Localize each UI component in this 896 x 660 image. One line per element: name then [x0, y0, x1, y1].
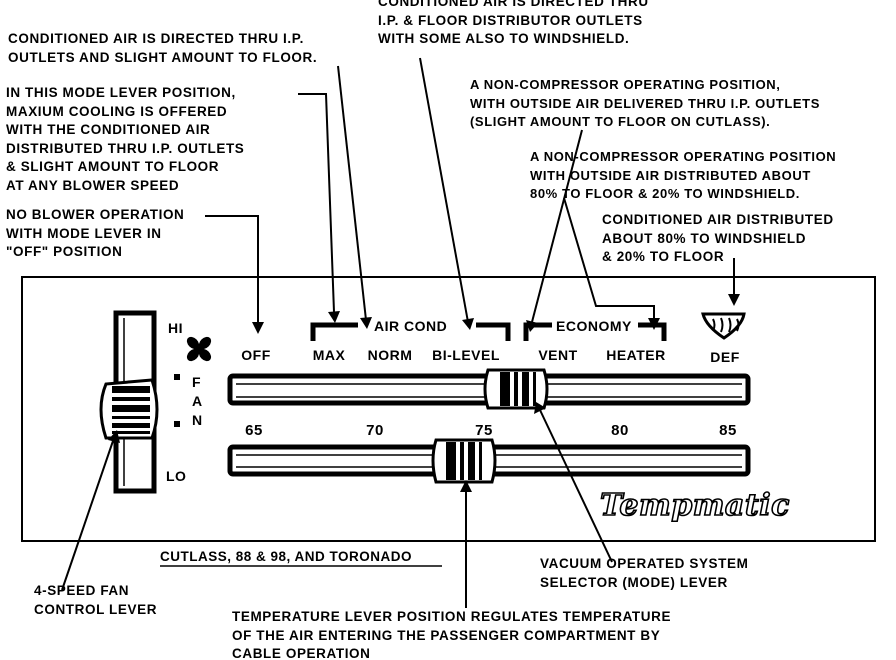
- fan-letter-a: A: [192, 393, 203, 409]
- temp-lever-annotation: TEMPERATURE LEVER POSITION REGULATES TEM…: [232, 609, 672, 660]
- arrowheads: [108, 294, 740, 492]
- defrost-icon: [701, 312, 746, 340]
- mode-lever-knob[interactable]: [483, 368, 549, 410]
- mode-vent-label: VENT: [538, 347, 578, 363]
- economy-bracket: [523, 322, 667, 341]
- mode-heater-label: HEATER: [606, 347, 666, 363]
- fan-letter-f: F: [192, 374, 202, 390]
- fan-icon: [186, 336, 212, 362]
- fan-hi-label: HI: [168, 320, 183, 336]
- fan-lever-knob[interactable]: [99, 378, 159, 440]
- temp-tick-label: 70: [366, 422, 384, 439]
- leader-lines: [61, 57, 735, 608]
- mode-norm-label: NORM: [367, 347, 413, 363]
- air-cond-bracket: [310, 322, 511, 341]
- mode-lever-annotation: VACUUM OPERATED SYSTEM SELECTOR (MODE) L…: [540, 556, 749, 590]
- fan-speed-dot: [174, 421, 180, 427]
- air-cond-label: AIR COND: [374, 318, 448, 334]
- models-label: CUTLASS, 88 & 98, AND TORONADO: [160, 549, 413, 564]
- fan-lever-annotation: 4-SPEED FAN CONTROL LEVER: [34, 583, 158, 617]
- temp-tick-label: 75: [475, 422, 493, 439]
- temp-lever-knob[interactable]: [431, 438, 497, 484]
- temp-tick-label: 65: [245, 422, 263, 439]
- norm-annotation: CONDITIONED AIR IS DIRECTED THRU I.P. OU…: [8, 31, 318, 65]
- fan-speed-dot: [174, 374, 180, 380]
- fan-letter-n: N: [192, 412, 203, 428]
- mode-def-label: DEF: [710, 349, 740, 365]
- brand-logo: Tempmatic: [599, 487, 790, 524]
- mode-off-label: OFF: [241, 347, 271, 363]
- mode-max-label: MAX: [312, 347, 346, 363]
- fan-lo-label: LO: [166, 468, 187, 484]
- panel-outline: [21, 276, 876, 542]
- economy-label: ECONOMY: [556, 318, 632, 334]
- mode-bilevel-label: BI-LEVEL: [432, 347, 500, 363]
- off-annotation: NO BLOWER OPERATION WITH MODE LEVER IN "…: [6, 207, 185, 259]
- temp-tick-label: 80: [611, 422, 629, 439]
- heater-annotation: A NON-COMPRESSOR OPERATING POSITION WITH…: [530, 149, 837, 201]
- max-annotation: IN THIS MODE LEVER POSITION, MAXIUM COOL…: [6, 85, 245, 193]
- bilevel-annotation: CONDITIONED AIR IS DIRECTED THRU I.P. & …: [378, 0, 649, 46]
- def-annotation: CONDITIONED AIR DISTRIBUTED ABOUT 80% TO…: [602, 212, 834, 264]
- vent-annotation: A NON-COMPRESSOR OPERATING POSITION, WIT…: [470, 77, 820, 129]
- temp-tick-label: 85: [719, 422, 737, 439]
